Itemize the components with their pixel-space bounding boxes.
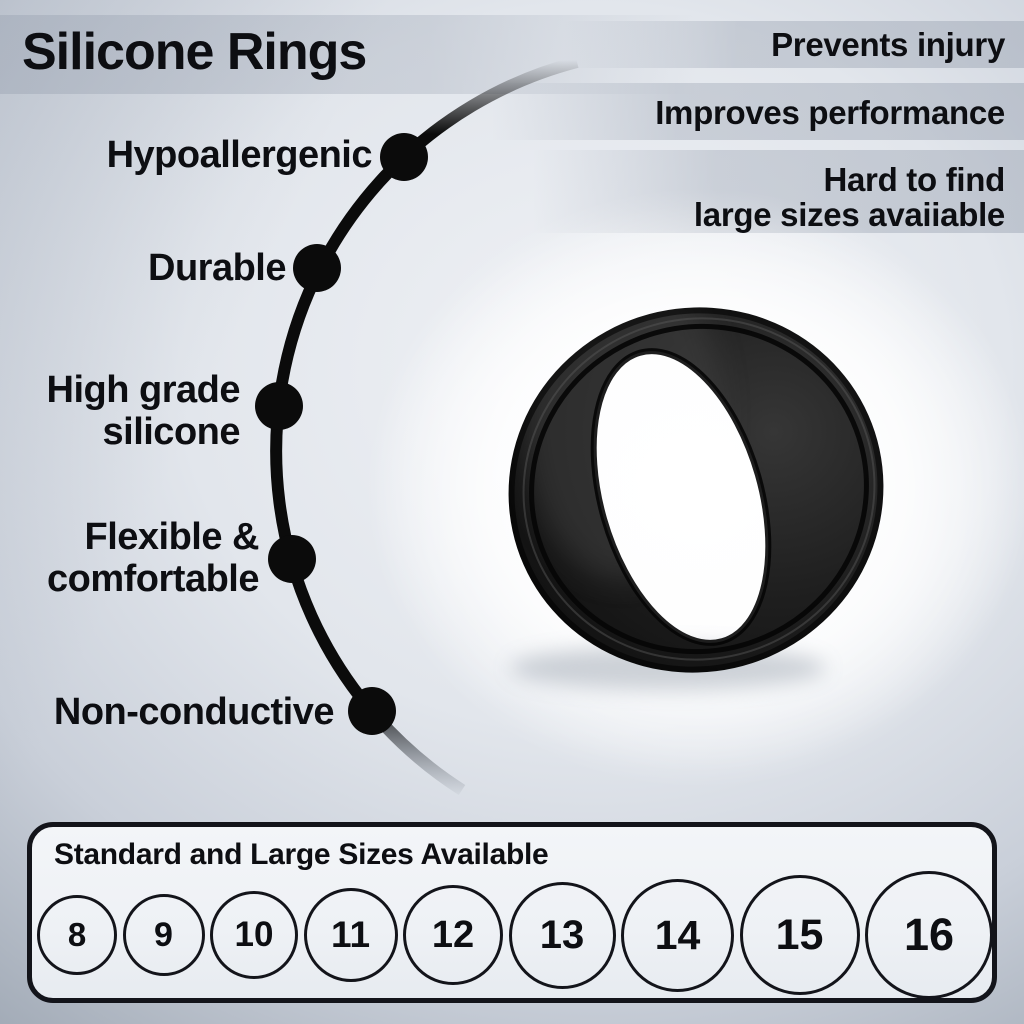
feature-high-grade-silicone: High grade silicone xyxy=(46,369,241,453)
size-circle-8: 8 xyxy=(37,895,117,975)
benefit-prevents-injury: Prevents injury xyxy=(771,26,1005,63)
size-circle-14: 14 xyxy=(621,878,734,992)
size-circle-9: 9 xyxy=(122,894,205,976)
timeline-dot-flexible xyxy=(268,535,316,583)
size-circle-10: 10 xyxy=(210,891,298,979)
feature-line: comfortable xyxy=(47,558,259,600)
feature-hypoallergenic: Hypoallergenic xyxy=(106,134,373,176)
silicone-ring-photo xyxy=(470,250,930,720)
size-circle-15: 15 xyxy=(739,875,860,995)
size-circle-11: 11 xyxy=(303,888,398,982)
ring-inner-rim xyxy=(590,348,772,646)
size-circle-13: 13 xyxy=(508,881,616,989)
timeline-dot-hypoallergenic xyxy=(380,133,428,181)
page-title: Silicone Rings xyxy=(22,23,367,81)
timeline-dot-non-conductive xyxy=(348,687,396,735)
feature-line: High grade xyxy=(46,369,241,411)
benefit-large-sizes-available: Hard to find large sizes avaiiable xyxy=(694,162,1005,232)
size-circle-16: 16 xyxy=(865,871,993,999)
feature-line: Flexible & xyxy=(84,516,260,558)
feature-durable: Durable xyxy=(148,247,286,289)
benefit-line: Hard to find xyxy=(823,161,1005,198)
feature-non-conductive: Non-conductive xyxy=(53,691,335,733)
feature-line: silicone xyxy=(102,411,241,453)
timeline-dot-high-grade xyxy=(255,382,303,430)
timeline-dot-durable xyxy=(293,244,341,292)
benefit-line: large sizes avaiiable xyxy=(693,196,1005,233)
benefit-improves-performance: Improves performance xyxy=(655,94,1005,131)
size-circle-12: 12 xyxy=(403,885,503,985)
sizes-panel-heading: Standard and Large Sizes Available xyxy=(54,838,549,871)
feature-flexible-comfortable: Flexible & comfortable xyxy=(47,516,259,600)
